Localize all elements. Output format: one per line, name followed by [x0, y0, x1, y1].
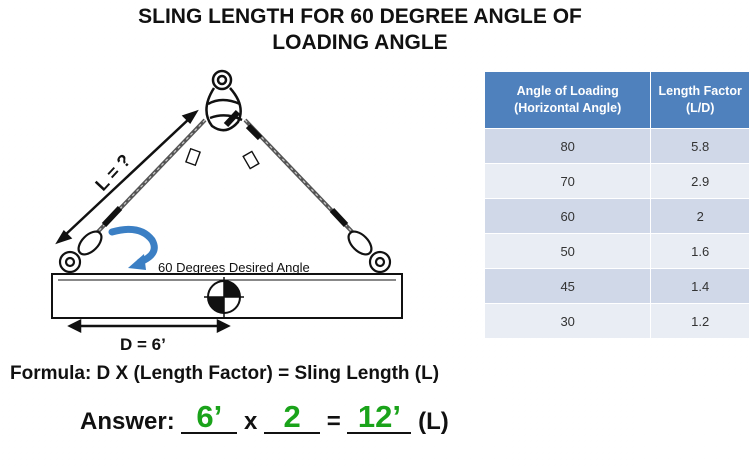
table-header-row: Angle of Loading (Horizontal Angle) Leng… [485, 72, 750, 129]
factor-cell: 1.4 [650, 268, 750, 304]
page-title: SLING LENGTH FOR 60 DEGREE ANGLE OF LOAD… [0, 4, 720, 56]
sling-length-arrow [55, 109, 199, 245]
center-of-gravity-icon [204, 277, 244, 317]
left-sling-tag [185, 147, 201, 167]
answer-label: Answer: [80, 408, 175, 435]
answer-factor-value: 2 [264, 401, 321, 434]
sling-diagram: L = ? 60 Degrees Desired Angle D = 6’ [51, 69, 403, 354]
table-row: 45 1.4 [485, 268, 750, 304]
answer-unit: (L) [418, 408, 449, 435]
factor-cell: 2.9 [650, 163, 750, 199]
answer-times-sign: x [244, 408, 258, 435]
answer-line: Answer: 6’ x 2 = 12’ (L) [80, 401, 449, 436]
angle-cell: 45 [485, 268, 652, 304]
factor-cell: 1.2 [650, 303, 750, 338]
table-row: 80 5.8 [485, 128, 750, 164]
factor-cell: 5.8 [650, 128, 750, 164]
table-row: 60 2 [485, 198, 750, 234]
table-row: 70 2.9 [485, 163, 750, 199]
angle-cell: 60 [485, 198, 652, 234]
angle-curved-arrow-icon [108, 225, 158, 270]
formula-text: Formula: D X (Length Factor) = Sling Len… [10, 363, 440, 384]
left-sling-leg [88, 109, 241, 242]
angle-label: 60 Degrees Desired Angle [158, 260, 310, 275]
angle-cell: 50 [485, 233, 652, 269]
angle-cell: 30 [485, 303, 652, 338]
distance-arrow [67, 318, 231, 334]
title-line-1: SLING LENGTH FOR 60 DEGREE ANGLE OF [138, 5, 582, 28]
column-header-factor: Length Factor (L/D) [650, 72, 750, 129]
angle-cell: 80 [485, 128, 652, 164]
angle-cell: 70 [485, 163, 652, 199]
right-sling-tag [242, 150, 260, 170]
master-link-icon [205, 69, 243, 132]
answer-d-value: 6’ [181, 401, 238, 434]
factor-cell: 1.6 [650, 233, 750, 269]
right-eye-hook-icon [347, 230, 392, 274]
answer-result-value: 12’ [347, 401, 412, 434]
column-header-angle: Angle of Loading (Horizontal Angle) [485, 72, 652, 129]
sling-length-label: L = ? [91, 150, 134, 194]
title-line-2: LOADING ANGLE [272, 31, 448, 54]
distance-label: D = 6’ [120, 335, 166, 354]
table-row: 30 1.2 [485, 303, 750, 338]
table-row: 50 1.6 [485, 233, 750, 269]
right-sling-leg [243, 118, 362, 242]
left-eye-hook-icon [58, 230, 103, 274]
length-factor-table: Angle of Loading (Horizontal Angle) Leng… [485, 72, 750, 338]
factor-cell: 2 [650, 198, 750, 234]
answer-equals-sign: = [326, 408, 341, 435]
